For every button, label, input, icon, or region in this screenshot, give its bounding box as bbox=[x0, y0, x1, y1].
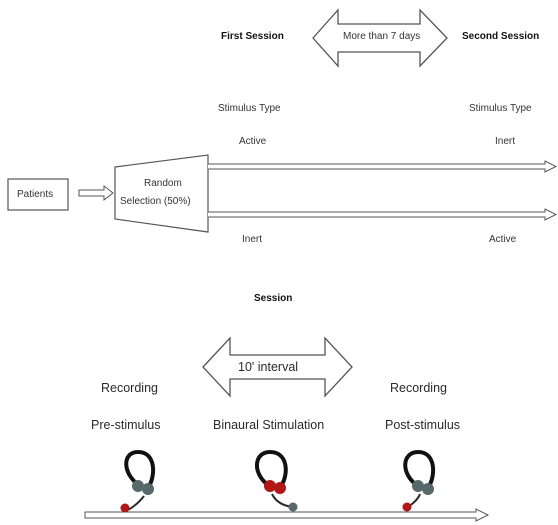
first-session-label: First Session bbox=[221, 31, 284, 42]
second-session-label: Second Session bbox=[462, 31, 540, 42]
headphones-icon bbox=[402, 449, 436, 512]
random-selection-line1: Random bbox=[144, 178, 182, 189]
random-selection-trapezoid bbox=[114, 154, 209, 233]
timeline-arrow bbox=[84, 508, 490, 522]
patients-arrow bbox=[78, 184, 114, 202]
session-title: Session bbox=[254, 293, 293, 304]
binaural-stimulation-label: Binaural Stimulation bbox=[213, 418, 325, 432]
recording-post-label: Recording bbox=[390, 381, 447, 395]
stimulus-type-second-label: Stimulus Type bbox=[469, 103, 532, 114]
random-selection-line2: Selection (50%) bbox=[120, 196, 191, 207]
stimulus-type-first-label: Stimulus Type bbox=[218, 103, 281, 114]
recording-pre-label: Recording bbox=[101, 381, 158, 395]
upper-first-stimulus: Active bbox=[239, 136, 267, 147]
interval-double-arrow-bottom bbox=[202, 336, 353, 398]
post-stimulus-label: Post-stimulus bbox=[385, 418, 461, 432]
lower-first-stimulus: Inert bbox=[242, 234, 263, 245]
interval-top-label: More than 7 days bbox=[343, 31, 421, 42]
upper-arm-arrow bbox=[208, 160, 558, 173]
patients-box bbox=[7, 178, 69, 211]
lower-arm-arrow bbox=[208, 208, 558, 221]
interval-double-arrow-top bbox=[312, 8, 448, 68]
headphones-icon bbox=[255, 449, 298, 512]
headphones-icon bbox=[120, 449, 156, 513]
patients-label: Patients bbox=[17, 189, 54, 200]
lower-second-stimulus: Active bbox=[489, 234, 517, 245]
pre-stimulus-label: Pre-stimulus bbox=[91, 418, 161, 432]
interval-bottom-label: 10' interval bbox=[238, 360, 299, 374]
upper-second-stimulus: Inert bbox=[495, 136, 516, 147]
